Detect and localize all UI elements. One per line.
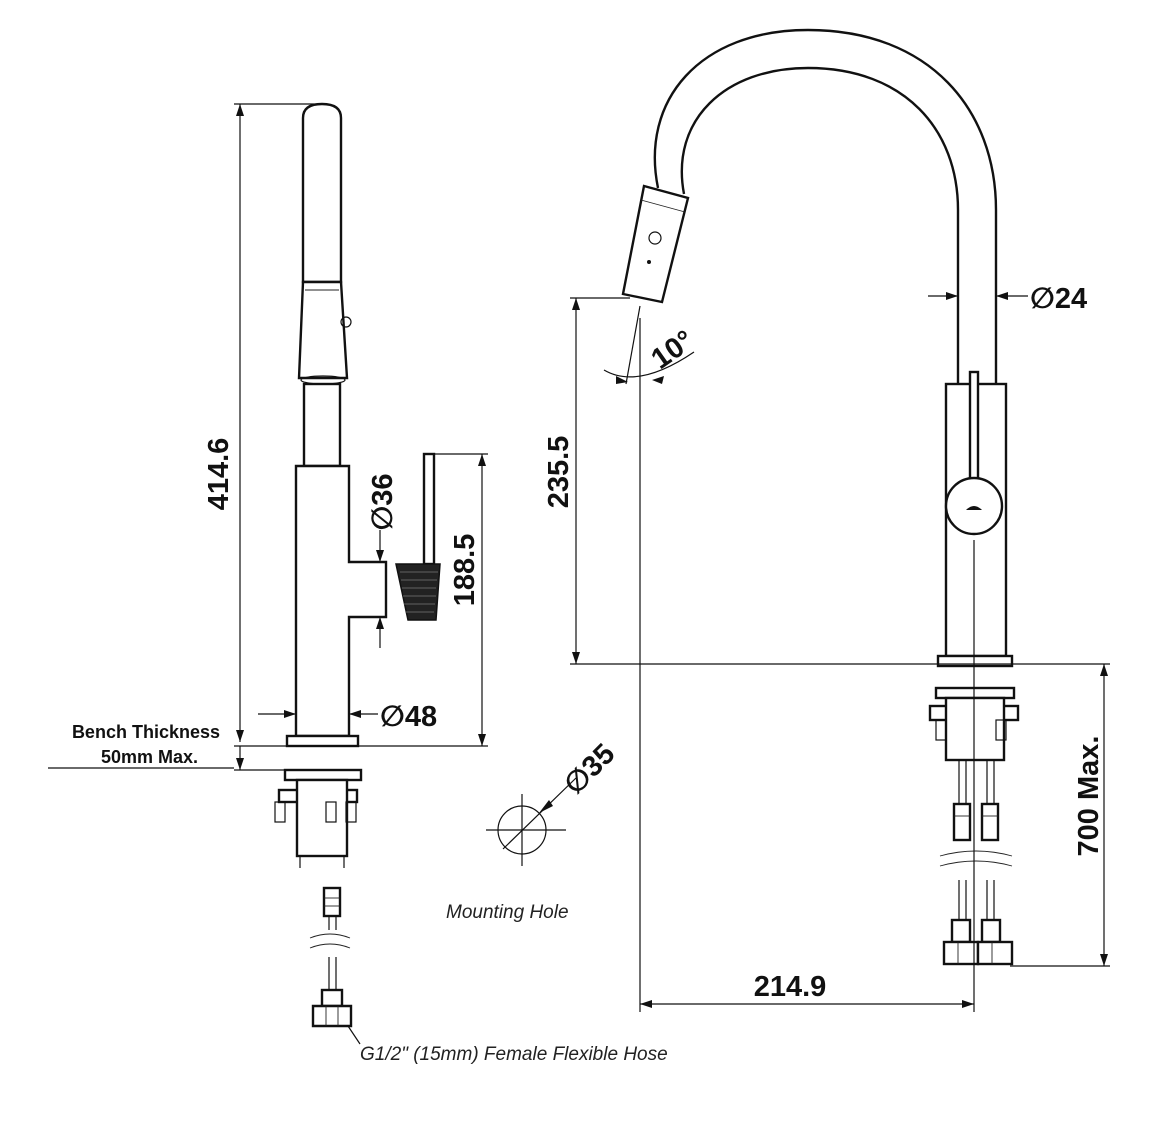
lever-diameter-dimension: ∅36 [367,473,399,530]
hose-note-label: G1/2" (15mm) Female Flexible Hose [360,1044,668,1065]
lever-height-dimension: 188.5 [449,534,481,607]
bench-thickness-max-label: 50mm Max. [101,747,198,767]
handle-knurling [400,571,438,613]
reach-dimension: 214.9 [754,971,827,1003]
mounting-hole-diameter-dimension: ∅35 [558,738,621,801]
front-view-tap [621,28,1020,966]
bench-thickness-label: Bench Thickness [72,722,220,742]
mounting-hole-label: Mounting Hole [446,902,569,923]
front-view-dimensions [570,292,1110,1012]
spray-angle-dimension: 10° [646,324,700,375]
hose-length-dimension: 700 Max. [1073,736,1105,857]
spout-height-dimension: 235.5 [543,436,575,509]
mounting-hole-diagram [486,777,577,866]
side-view-tap [274,102,441,1028]
side-height-dimension: 414.6 [203,438,235,511]
hose-diameter-dimension: ∅24 [1030,283,1087,315]
side-view-dimensions [48,103,488,771]
base-diameter-dimension: ∅48 [380,701,437,733]
